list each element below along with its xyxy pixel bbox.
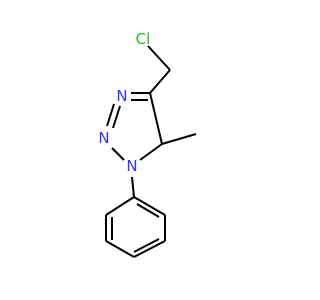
bond-n1-phenyl <box>131 176 135 198</box>
bond-n3-n2-double-inner <box>112 105 121 129</box>
bond-phenyl-inner-2 <box>133 238 160 253</box>
bond-n1-c5 <box>139 143 163 161</box>
atom-label-nitrogen-mid: N <box>98 129 109 147</box>
bond-n2-n1 <box>111 147 125 161</box>
bond-phenyl-4 <box>105 240 135 258</box>
bond-phenyl-3 <box>133 240 166 258</box>
bond-ch2-c4 <box>149 69 171 94</box>
bond-cl-ch2 <box>147 45 171 71</box>
atom-label-nitrogen-ring: N <box>126 157 137 175</box>
bond-phenyl-6 <box>105 196 135 216</box>
bond-phenyl-1 <box>133 196 166 216</box>
bond-c5-ch3 <box>161 133 197 145</box>
bond-phenyl-inner-1 <box>136 203 160 218</box>
atom-label-nitrogen-top: N <box>116 87 127 105</box>
structure-diagram: Cl N N N <box>98 30 197 258</box>
bond-c5-c4 <box>149 92 163 145</box>
atom-label-chlorine: Cl <box>136 30 151 48</box>
bond-n3-n2-double <box>106 103 115 127</box>
